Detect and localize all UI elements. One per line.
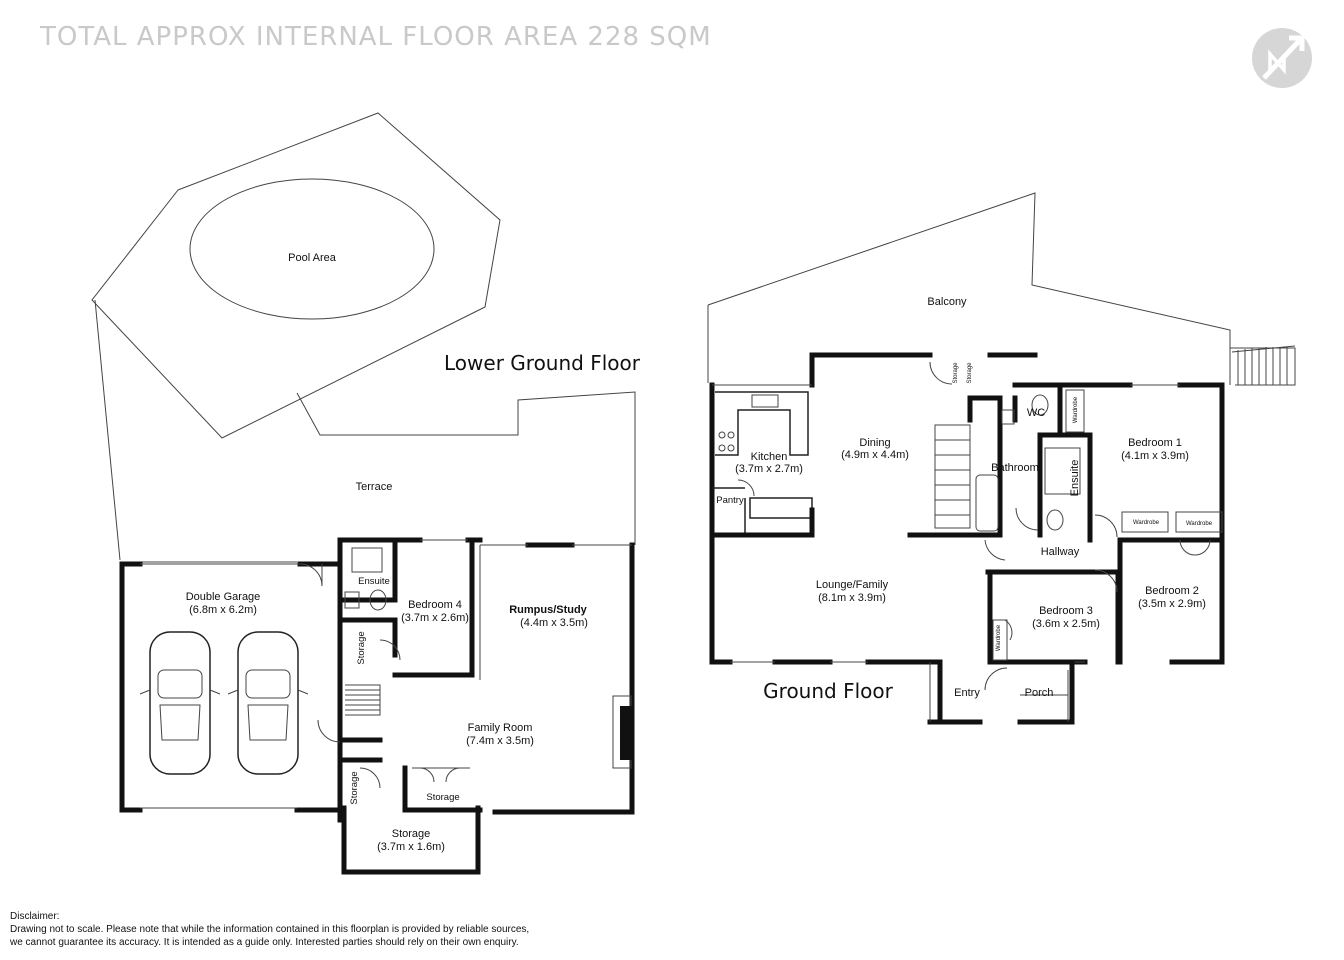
kitchen-label: Kitchen (751, 451, 788, 463)
rumpus-dims: (4.4m x 3.5m) (520, 617, 588, 629)
storage-room-dims: (3.7m x 1.6m) (377, 841, 445, 853)
lower-ground-floor-title: Lower Ground Floor (444, 351, 641, 375)
dining-label: Dining (859, 437, 890, 449)
storage-room-label: Storage (392, 828, 431, 840)
bedroom4-dims: (3.7m x 2.6m) (401, 612, 469, 624)
car-icon (227, 631, 309, 775)
ensuite-label-lower: Ensuite (358, 576, 390, 587)
double-garage-label: Double Garage (186, 591, 261, 603)
storage-small-label: Storage (349, 771, 360, 804)
terrace-outline (94, 299, 636, 563)
entry-label: Entry (954, 687, 980, 699)
hallway-label: Hallway (1041, 546, 1080, 558)
disclaimer-line2: we cannot guarantee its accuracy. It is … (10, 937, 519, 948)
pool-area-outline (91, 112, 501, 439)
disclaimer: Disclaimer: Drawing not to scale. Please… (10, 910, 529, 949)
bathroom-label: Bathroom (991, 462, 1039, 474)
storage-b-label: Storage (967, 362, 973, 384)
storage-vertical-label: Storage (356, 631, 367, 664)
wardrobe-a-label: Wardrobe (1133, 520, 1160, 526)
ground-floor-title: Ground Floor (763, 679, 893, 703)
wardrobe-bed3-label: Wardrobe (996, 624, 1002, 651)
disclaimer-line1: Drawing not to scale. Please note that w… (10, 924, 530, 935)
bedroom2-label: Bedroom 2 (1145, 585, 1199, 597)
balcony-label: Balcony (927, 296, 967, 308)
bedroom3-dims: (3.6m x 2.5m) (1032, 618, 1100, 630)
compass-n-icon (1252, 28, 1312, 88)
ground-floor-plan (707, 192, 1296, 725)
bedroom1-label: Bedroom 1 (1128, 437, 1182, 449)
bedroom4-label: Bedroom 4 (408, 599, 462, 611)
bedroom1-dims: (4.1m x 3.9m) (1121, 450, 1189, 462)
floor-area-title: TOTAL APPROX INTERNAL FLOOR AREA 228 SQM (40, 22, 712, 52)
lower-ground-floor-plan (91, 112, 636, 875)
car-icon (139, 631, 221, 775)
family-room-label: Family Room (468, 722, 533, 734)
pantry-label: Pantry (716, 495, 744, 506)
bedroom3-label: Bedroom 3 (1039, 605, 1093, 617)
wardrobe-bed1-label: Wardrobe (1073, 396, 1079, 423)
double-garage-dims: (6.8m x 6.2m) (189, 604, 257, 616)
wardrobe-b-label: Wardrobe (1186, 521, 1213, 527)
storage-closet-label: Storage (426, 792, 459, 803)
disclaimer-heading: Disclaimer: (10, 911, 60, 922)
kitchen-dims: (3.7m x 2.7m) (735, 463, 803, 475)
lounge-label: Lounge/Family (816, 579, 889, 591)
terrace-label: Terrace (356, 481, 393, 493)
wc-label: WC (1027, 407, 1045, 419)
ensuite-label-ground: Ensuite (1069, 460, 1081, 497)
lounge-dims: (8.1m x 3.9m) (818, 592, 886, 604)
bedroom2-dims: (3.5m x 2.9m) (1138, 598, 1206, 610)
porch-label: Porch (1025, 687, 1054, 699)
family-room-dims: (7.4m x 3.5m) (466, 735, 534, 747)
pool-area-label: Pool Area (288, 252, 337, 264)
storage-a-label: Storage (953, 362, 959, 384)
storage-room-walls (341, 805, 481, 875)
garage-walls (119, 537, 343, 823)
ground-interior-walls (907, 382, 1225, 665)
dining-dims: (4.9m x 4.4m) (841, 449, 909, 461)
pool-shape (189, 178, 435, 320)
rumpus-label: Rumpus/Study (509, 604, 587, 616)
lower-ground-walls (337, 537, 635, 815)
